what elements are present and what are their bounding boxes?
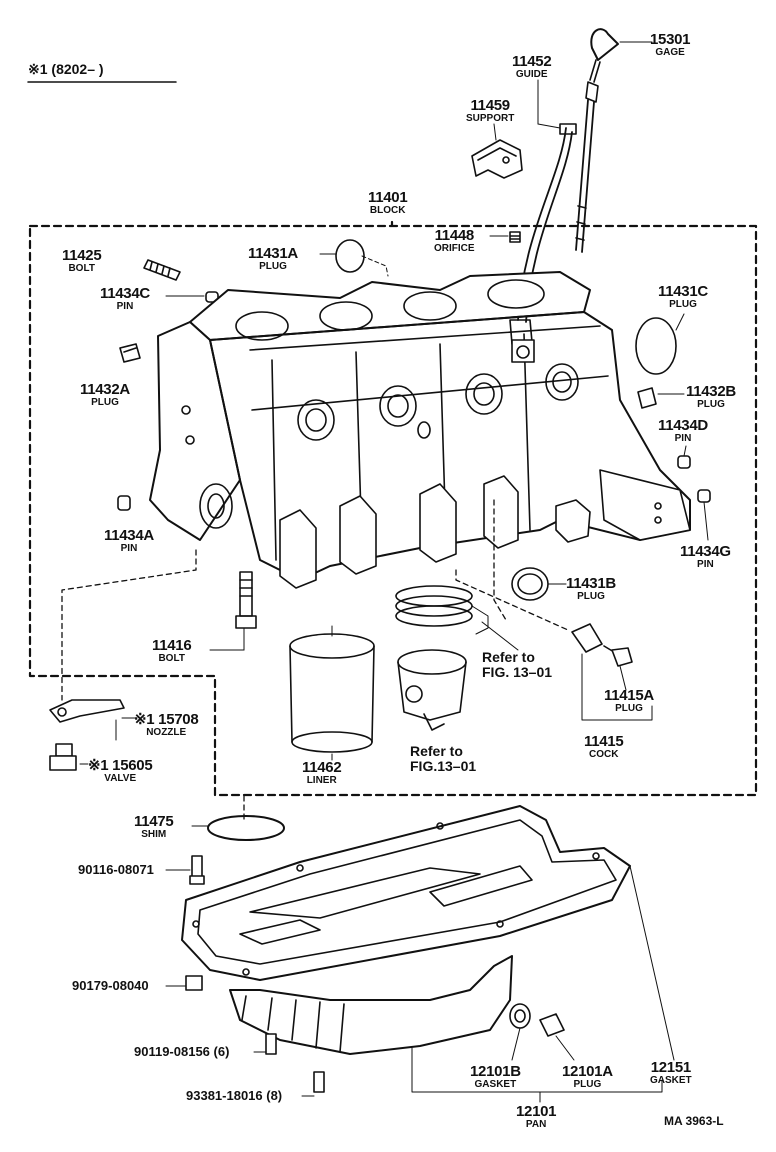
header-note: ※1 (8202– ) <box>28 61 104 77</box>
plug-11431c-drawing <box>635 313 685 375</box>
part-number-1: 90116-08071 <box>78 862 154 877</box>
plug-11431a-drawing <box>319 239 389 277</box>
block-boundary <box>28 220 758 797</box>
plug-11431b-drawing <box>511 567 567 601</box>
pin-11434g-drawing <box>697 489 711 503</box>
pin-11434c-drawing <box>205 291 219 303</box>
bolt-11416-drawing <box>209 571 257 651</box>
part-number-3: 90119-08156 (6) <box>134 1044 230 1059</box>
orifice-drawing <box>509 231 521 243</box>
oil-pan-drawing <box>165 805 675 1103</box>
plug-11432b-drawing <box>637 387 657 409</box>
pin-11434a-drawing <box>117 495 131 511</box>
cylinder-liner-drawing <box>289 625 375 761</box>
shim-drawing <box>207 815 285 841</box>
piston-drawing <box>397 649 467 731</box>
dipstick-gage-drawing <box>575 28 653 253</box>
piston-reference: Refer to FIG.13–01 <box>410 743 477 775</box>
nozzle-drawing <box>49 699 137 723</box>
bolt-11425-drawing <box>143 259 181 281</box>
plug-11432a-drawing <box>119 343 141 363</box>
piston-rings-drawing <box>395 585 519 651</box>
figure-code: MA 3963-L <box>664 1114 724 1128</box>
ring-reference: Refer to FIG. 13–01 <box>482 649 553 681</box>
drain-cock-drawing <box>571 623 653 721</box>
support-drawing <box>471 123 523 179</box>
engine-block-drawing <box>149 271 691 589</box>
part-number-4: 93381-18016 (8) <box>186 1088 283 1103</box>
valve-drawing <box>49 743 89 771</box>
pin-11434d-drawing <box>677 455 691 469</box>
part-number-2: 90179-08040 <box>72 978 149 993</box>
